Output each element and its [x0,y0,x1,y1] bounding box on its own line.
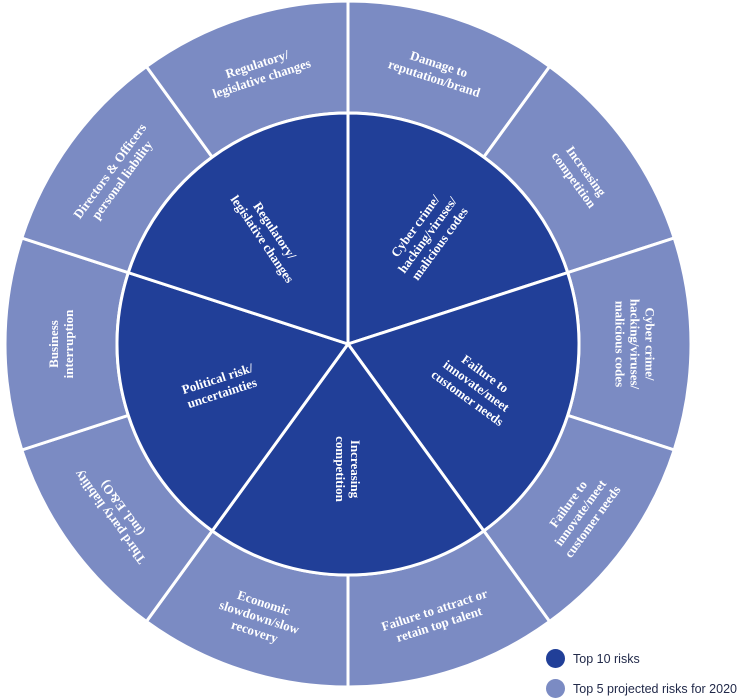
legend-swatch-projected [546,679,565,698]
inner-segment [345,270,581,533]
inner-segment-label: Increasingcompetition [333,436,363,502]
legend-label-top10: Top 10 risks [573,651,640,666]
legend-swatch-top10 [546,649,565,668]
outer-segment-label-line: hacking/viruses/ [628,299,643,390]
outer-segment-label: Businessinterruption [46,309,76,378]
inner-segment [115,270,351,533]
outer-segment-label-line: Cyber crime/ [643,307,658,380]
inner-segment-label-line: competition [333,436,348,502]
legend-label-projected: Top 5 projected risks for 2020 [573,681,737,696]
outer-segment-label: Cyber crime/hacking/viruses/malicious co… [613,299,658,390]
inner-segment [210,341,486,577]
legend-item-top10: Top 10 risks [546,649,640,668]
inner-ring: Cyber crime/hacking/viruses/malicious co… [115,111,581,577]
outer-segment-label-line: Business [46,320,61,368]
outer-segment-label-line: interruption [61,309,76,378]
inner-segment-label-line: Increasing [348,440,363,499]
outer-segment-label-line: malicious codes [613,301,628,387]
inner-segment [126,111,350,347]
inner-segment [346,111,570,347]
legend-item-projected: Top 5 projected risks for 2020 [546,679,737,698]
